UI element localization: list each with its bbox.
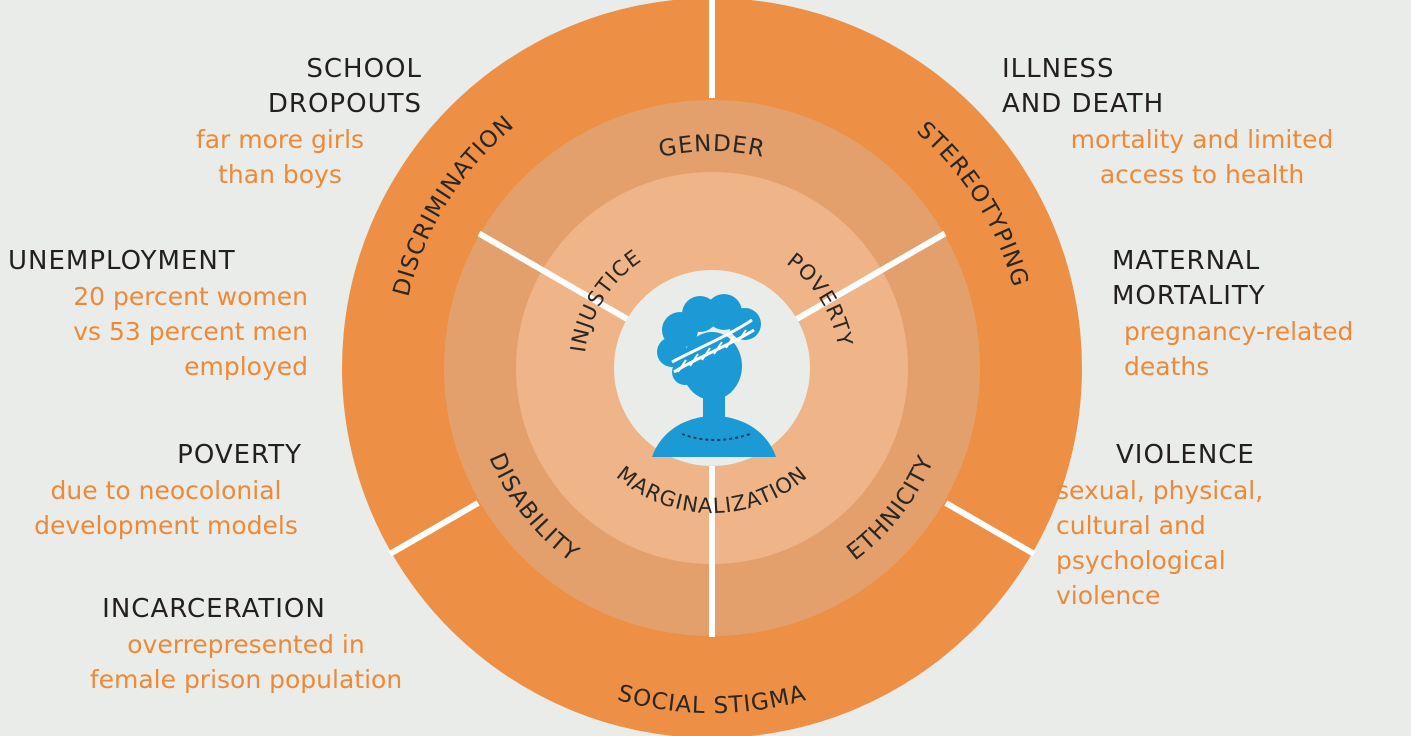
outer-ring-divider — [388, 500, 480, 557]
side-title: UNEMPLOYMENT — [8, 246, 236, 276]
side-description: far more girls than boys — [195, 125, 365, 189]
side-title: VIOLENCE — [1116, 440, 1255, 470]
side-block-violence: VIOLENCE sexual, physical, cultural and … — [1056, 438, 1396, 613]
side-block-poverty: POVERTY due to neocolonial development m… — [6, 438, 326, 543]
side-block-incarceration: INCARCERATION overrepresented in female … — [58, 592, 436, 697]
figure-body — [652, 416, 776, 457]
side-block-school-dropouts: SCHOOL DROPOUTS far more girls than boys — [150, 52, 422, 192]
side-title: SCHOOL DROPOUTS — [267, 54, 422, 119]
side-title: ILLNESS AND DEATH — [1002, 54, 1165, 119]
side-description: due to neocolonial development models — [34, 476, 298, 540]
side-block-illness-and-death: ILLNESS AND DEATH mortality and limited … — [1002, 52, 1402, 192]
figure-necklace — [681, 433, 751, 441]
side-block-unemployment: UNEMPLOYMENT 20 percent women vs 53 perc… — [8, 244, 318, 384]
figure-headband — [671, 318, 753, 364]
side-description: pregnancy-related deaths — [1124, 317, 1354, 381]
side-description: sexual, physical, cultural and psycholog… — [1056, 476, 1264, 610]
side-description: mortality and limited access to health — [1070, 125, 1334, 189]
side-description: 20 percent women vs 53 percent men emplo… — [73, 282, 308, 381]
side-description: overrepresented in female prison populat… — [89, 630, 403, 694]
inner-ring-divider — [477, 230, 629, 322]
side-title: MATERNAL MORTALITY — [1112, 246, 1266, 311]
side-title: POVERTY — [177, 440, 302, 470]
wheel-dividers — [388, 0, 1036, 637]
inner-ring-divider — [795, 230, 947, 322]
woman-with-headband-icon — [652, 294, 776, 457]
side-title: INCARCERATION — [102, 594, 326, 624]
outer-ring-divider — [944, 500, 1036, 557]
side-block-maternal-mortality: MATERNAL MORTALITY pregnancy-related dea… — [1112, 244, 1402, 384]
figure-headband-braid — [677, 329, 747, 373]
